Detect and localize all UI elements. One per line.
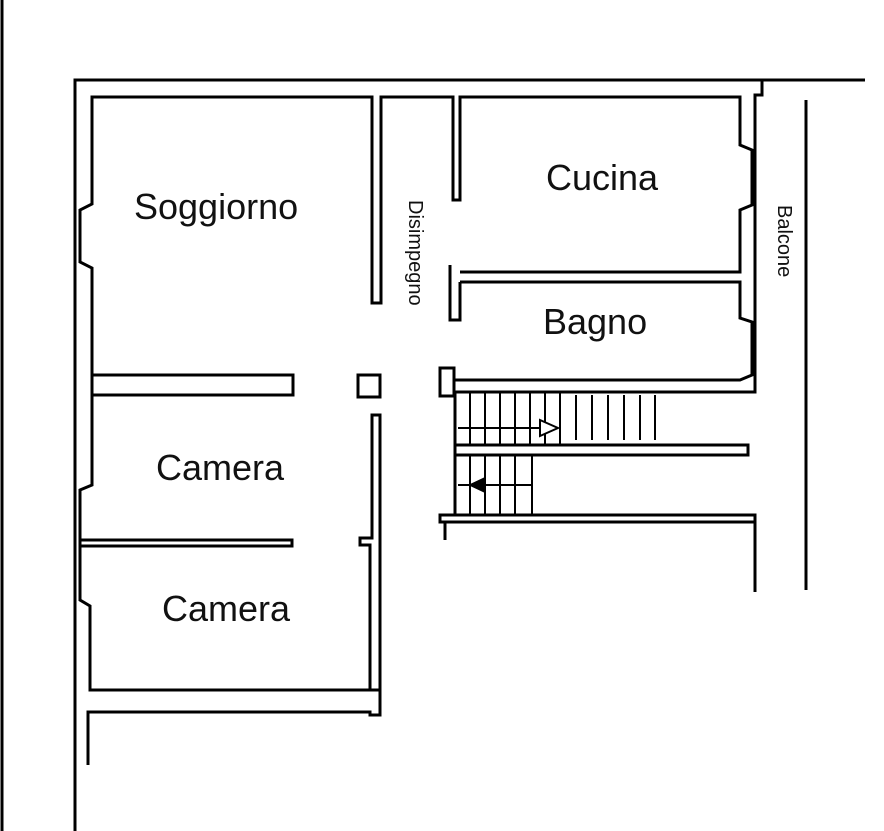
room-label-cucina: Cucina <box>546 157 659 198</box>
balcony-label: Balcone <box>773 205 795 278</box>
bagno-walls <box>445 280 754 382</box>
pillar <box>356 373 382 399</box>
camera-right-wall <box>358 413 382 690</box>
room-label-camera-2: Camera <box>162 588 291 629</box>
room-label-bagno: Bagno <box>543 301 648 342</box>
soggiorno-cucina-walls <box>78 95 754 375</box>
room-label-soggiorno: Soggiorno <box>134 186 299 227</box>
room-label-camera-1: Camera <box>156 447 285 488</box>
outer-wall <box>73 78 865 831</box>
camera-divider-wall <box>78 538 294 548</box>
stair-top-wall <box>445 80 764 394</box>
corridor-label: Disimpegno <box>404 200 426 306</box>
pillar <box>438 366 456 398</box>
camera-bottom-wall <box>78 546 382 765</box>
stair-treads <box>458 392 656 515</box>
stair-divider <box>453 443 750 457</box>
soggiorno-bottom-wall <box>90 373 295 397</box>
stair-down-arrow-icon <box>468 477 485 493</box>
camera-left-wall <box>78 395 94 540</box>
stair-up-arrow-icon <box>539 418 561 438</box>
bagno-door-jamb <box>448 265 462 322</box>
stair-bottom-wall <box>438 513 757 524</box>
